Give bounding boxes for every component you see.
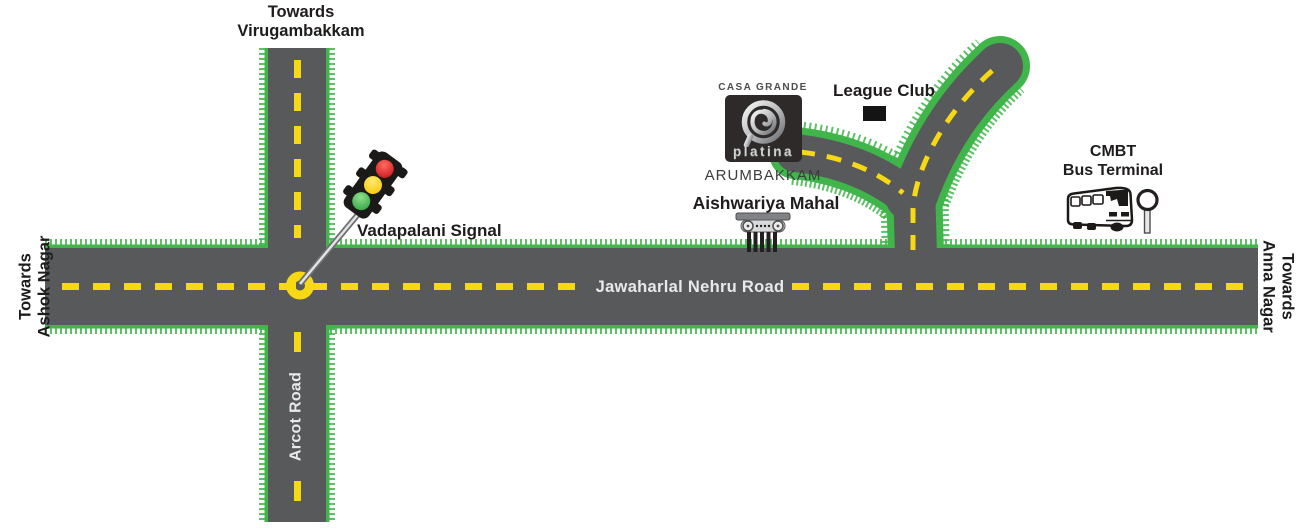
- bus-icon: [1066, 186, 1134, 232]
- direction-line: Anna Nagar: [1259, 240, 1277, 333]
- cmbt-line: CMBT: [1089, 143, 1137, 160]
- platina-spiral-icon: [741, 100, 786, 147]
- direction-line: Ashok Nagar: [36, 235, 54, 338]
- signal-amber-light: [364, 176, 382, 194]
- cmbt-line: Bus Terminal: [1062, 161, 1164, 179]
- bus-stop-sign-icon: [1136, 188, 1159, 234]
- direction-virugambakkam: Towards Virugambakkam: [211, 3, 391, 42]
- signal-green-light: [352, 192, 371, 211]
- arumbakkam-label: ARUMBAKKAM: [704, 167, 822, 184]
- lane-markings: [62, 60, 1252, 501]
- direction-line: Virugambakkam: [237, 22, 365, 41]
- direction-line: Towards: [1278, 253, 1297, 320]
- vadapalani-signal-label: Vadapalani Signal: [357, 221, 502, 240]
- direction-ashok-nagar: Towards Ashok Nagar: [17, 211, 56, 361]
- cross-road-name: Arcot Road: [287, 371, 305, 462]
- league-club-label: League Club: [832, 81, 935, 100]
- main-road-name: Jawaharlal Nehru Road: [595, 278, 785, 296]
- signal-pole: [297, 210, 363, 286]
- column-icon: [735, 212, 791, 252]
- aishwariya-mahal-label: Aishwariya Mahal: [692, 193, 840, 213]
- league-club-marker: [863, 106, 886, 121]
- junction-marker: [286, 271, 314, 300]
- direction-anna-nagar: Towards Anna Nagar: [1258, 211, 1297, 361]
- casa-grande-brand-label: CASA GRANDE: [718, 82, 808, 93]
- direction-line: Towards: [267, 3, 335, 21]
- platina-logo: platina: [725, 95, 802, 162]
- cmbt-bus-terminal-label: CMBT Bus Terminal: [1043, 143, 1183, 181]
- traffic-signal-icon: [343, 149, 408, 219]
- direction-line: Towards: [16, 253, 35, 320]
- platina-wordmark: platina: [732, 144, 794, 159]
- signal-red-light: [375, 159, 394, 178]
